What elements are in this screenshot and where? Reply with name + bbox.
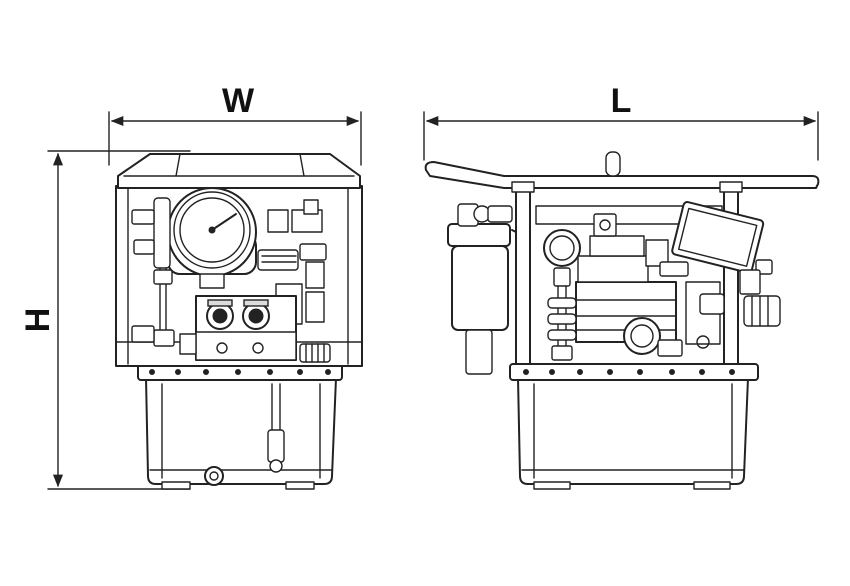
side-view bbox=[424, 151, 820, 490]
width-label: W bbox=[222, 82, 255, 120]
side-solenoid-box bbox=[671, 201, 765, 274]
side-tank-flange bbox=[509, 363, 759, 381]
width-dimension: W bbox=[108, 82, 362, 166]
side-filter bbox=[447, 203, 517, 375]
side-couplers bbox=[739, 259, 781, 327]
front-tank bbox=[145, 377, 337, 485]
front-top-cover bbox=[117, 153, 361, 189]
side-tank bbox=[517, 377, 749, 485]
front-view bbox=[115, 153, 363, 490]
length-dimension: L bbox=[423, 82, 819, 161]
side-carry-handle bbox=[424, 161, 820, 189]
height-label: H bbox=[19, 308, 57, 333]
length-label: L bbox=[611, 82, 632, 120]
pressure-gauge bbox=[167, 187, 257, 289]
front-couplers bbox=[206, 299, 270, 330]
height-dimension: H bbox=[19, 150, 191, 490]
